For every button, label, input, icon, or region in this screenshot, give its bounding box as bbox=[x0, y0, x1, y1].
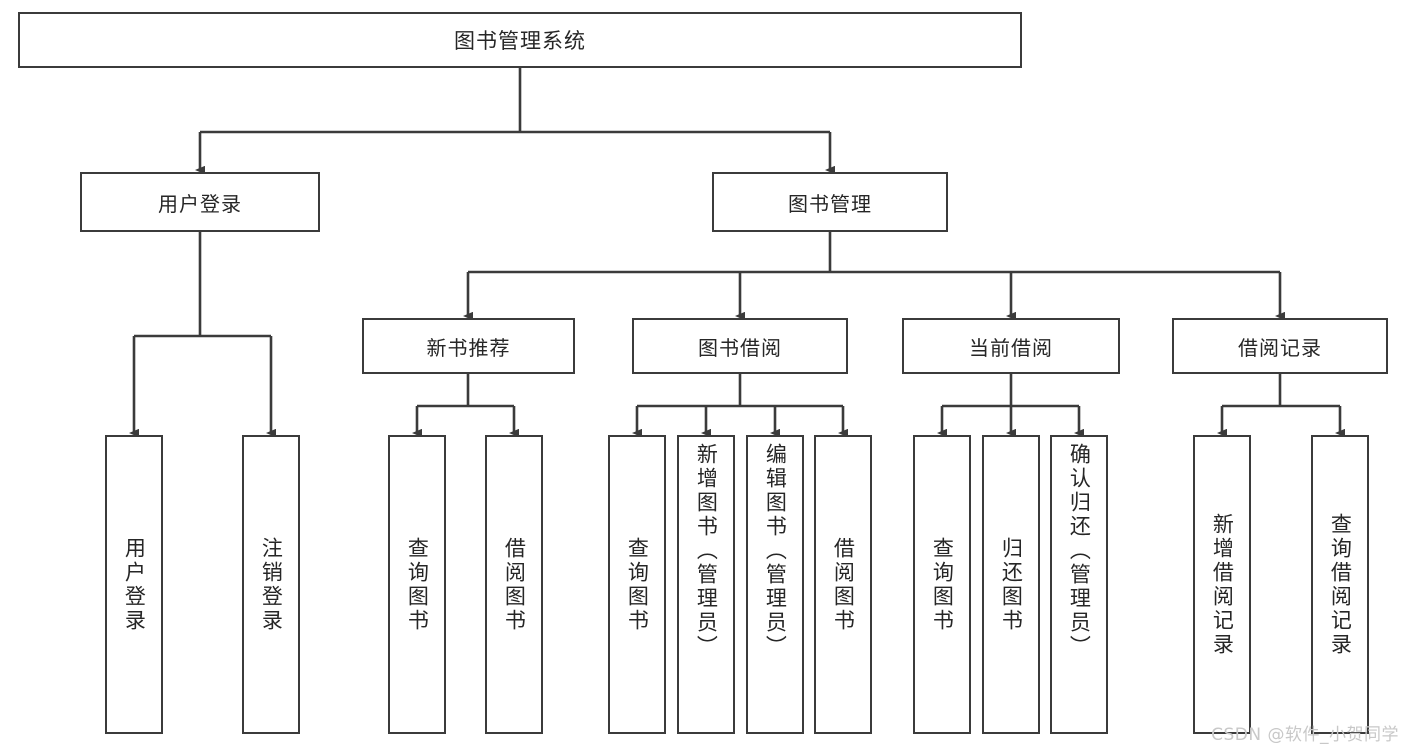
leaf-query-book-recommend[interactable]: 查询图书 bbox=[388, 435, 446, 734]
leaf-edit-book-admin[interactable]: 编辑图书（管理员） bbox=[746, 435, 804, 734]
leaf-borrow-book-recommend[interactable]: 借阅图书 bbox=[485, 435, 543, 734]
node-book-management[interactable]: 图书管理 bbox=[712, 172, 948, 232]
node-label: 图书管理 bbox=[788, 191, 872, 216]
leaf-add-book-admin[interactable]: 新增图书（管理员） bbox=[677, 435, 735, 734]
leaf-label: 确认归还（管理员） bbox=[1067, 443, 1092, 659]
leaf-user-login[interactable]: 用户登录 bbox=[105, 435, 163, 734]
leaf-borrow-book[interactable]: 借阅图书 bbox=[814, 435, 872, 734]
leaf-label: 借阅图书 bbox=[831, 536, 856, 633]
leaf-query-book-current[interactable]: 查询图书 bbox=[913, 435, 971, 734]
leaf-label: 新增图书（管理员） bbox=[694, 443, 719, 659]
node-label: 新书推荐 bbox=[426, 335, 511, 360]
node-label: 图书借阅 bbox=[698, 335, 782, 360]
leaf-query-borrow-record[interactable]: 查询借阅记录 bbox=[1311, 435, 1369, 734]
node-label: 借阅记录 bbox=[1238, 335, 1322, 360]
node-label: 图书管理系统 bbox=[454, 29, 586, 53]
node-label: 用户登录 bbox=[158, 191, 242, 216]
leaf-label: 归还图书 bbox=[999, 536, 1024, 633]
leaf-query-book-borrow[interactable]: 查询图书 bbox=[608, 435, 666, 734]
leaf-label: 查询借阅记录 bbox=[1328, 512, 1353, 657]
leaf-label: 注销登录 bbox=[259, 536, 284, 633]
leaf-add-borrow-record[interactable]: 新增借阅记录 bbox=[1193, 435, 1251, 734]
leaf-label: 查询图书 bbox=[405, 536, 430, 633]
leaf-label: 用户登录 bbox=[122, 536, 147, 633]
leaf-label: 查询图书 bbox=[930, 536, 955, 633]
leaf-label: 新增借阅记录 bbox=[1210, 512, 1235, 657]
leaf-label: 查询图书 bbox=[625, 536, 650, 633]
leaf-return-book[interactable]: 归还图书 bbox=[982, 435, 1040, 734]
node-book-borrow[interactable]: 图书借阅 bbox=[632, 318, 848, 374]
leaf-logout[interactable]: 注销登录 bbox=[242, 435, 300, 734]
node-current-borrow[interactable]: 当前借阅 bbox=[902, 318, 1120, 374]
node-user-login[interactable]: 用户登录 bbox=[80, 172, 320, 232]
node-borrow-record[interactable]: 借阅记录 bbox=[1172, 318, 1388, 374]
node-root-book-management-system[interactable]: 图书管理系统 bbox=[18, 12, 1022, 68]
leaf-label: 编辑图书（管理员） bbox=[763, 443, 788, 659]
node-new-book-recommend[interactable]: 新书推荐 bbox=[362, 318, 575, 374]
leaf-label: 借阅图书 bbox=[502, 536, 527, 633]
node-label: 当前借阅 bbox=[969, 335, 1053, 360]
leaf-confirm-return-admin[interactable]: 确认归还（管理员） bbox=[1050, 435, 1108, 734]
